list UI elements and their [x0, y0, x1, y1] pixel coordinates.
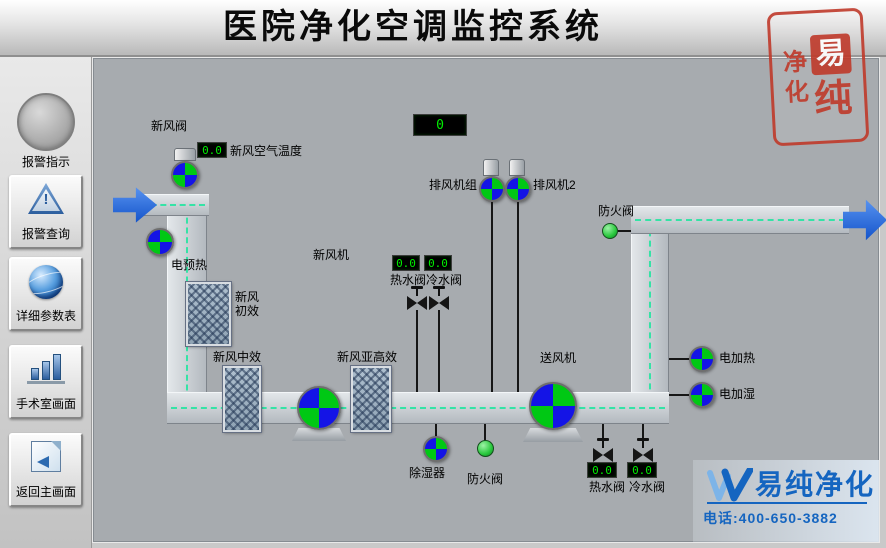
pipe-line — [517, 202, 519, 392]
cold-valve-top-display: 0.0 — [424, 255, 452, 271]
title-bar: 医院净化空调监控系统 — [0, 0, 886, 57]
pipe-line — [669, 358, 689, 360]
supply-fan-label: 送风机 — [540, 351, 577, 365]
hot-valve-top-label: 热水阀 — [390, 273, 427, 287]
fire-valve-top-symbol[interactable] — [602, 223, 618, 239]
pipe-line — [416, 310, 418, 392]
return-main-screen-label: 返回主画面 — [15, 485, 76, 499]
subhepa-filter-label: 新风亚高效 — [337, 350, 398, 364]
hot-valve-top-display: 0.0 — [392, 255, 420, 271]
brand-name: 易纯净化 — [755, 469, 876, 500]
seal-char: 化 — [784, 79, 810, 107]
duct-right-vertical — [631, 206, 669, 424]
dehumidifier-label: 除湿器 — [409, 466, 446, 480]
fresh-air-unit-label: 新风机 — [313, 248, 350, 262]
airflow-in-arrow — [113, 187, 157, 223]
duct-inlet — [137, 194, 209, 216]
fire-valve-top-label: 防火阀 — [598, 204, 635, 218]
cold-water-valve-bottom-symbol[interactable] — [633, 438, 653, 462]
brand-logo: 易纯净化 电话:400-650-3882 — [693, 460, 879, 542]
supply-fan-base — [523, 428, 583, 442]
seal-char: 净 — [782, 49, 808, 77]
cold-water-valve-top-symbol[interactable] — [429, 286, 449, 310]
alarm-indicator-lamp — [17, 93, 75, 151]
pipe-line — [484, 424, 486, 441]
fresh-air-valve-label: 新风阀 — [151, 119, 188, 133]
sidebar: 报警指示 ! 报警查询 详细参数表 手术室画面 返回主画面 — [0, 57, 92, 548]
supply-fan-symbol[interactable] — [529, 382, 577, 430]
cold-valve-bottom-display: 0.0 — [627, 462, 657, 478]
cold-valve-bottom-label: 冷水阀 — [629, 480, 666, 494]
hot-water-valve-bottom-symbol[interactable] — [593, 438, 613, 462]
duct-top-outlet — [631, 206, 849, 234]
company-seal-text: 净 化 易 纯 — [782, 33, 854, 122]
exhaust-fan-1-symbol[interactable] — [479, 176, 505, 202]
pipe-line — [602, 424, 604, 439]
hot-valve-bottom-display: 0.0 — [587, 462, 617, 478]
return-main-screen-button[interactable]: 返回主画面 — [9, 433, 83, 507]
exhaust-fan-1-motor — [483, 159, 499, 176]
pipe-line — [491, 202, 493, 392]
page-title: 医院净化空调监控系统 — [223, 8, 603, 46]
alarm-query-label: 报警查询 — [21, 227, 70, 241]
medium-filter-label: 新风中效 — [213, 350, 262, 364]
fresh-air-blower-base — [292, 428, 346, 441]
pipe-line — [438, 310, 440, 392]
preheat-symbol[interactable] — [146, 228, 174, 256]
seal-right-column: 易 纯 — [809, 33, 854, 122]
return-page-icon — [31, 441, 61, 472]
alarm-query-button[interactable]: ! 报警查询 — [9, 175, 83, 249]
brand-w-icon — [707, 468, 753, 502]
pipe-line — [669, 394, 689, 396]
seal-char: 易 — [809, 33, 852, 76]
primary-filter-label: 新风 初效 — [235, 290, 260, 318]
exhaust-group-label: 排风机组 — [429, 178, 478, 192]
humidifier-label: 电加湿 — [719, 387, 756, 401]
fresh-air-blower-symbol[interactable] — [297, 386, 341, 430]
hot-valve-bottom-label: 热水阀 — [589, 480, 626, 494]
detail-parameters-label: 详细参数表 — [15, 309, 76, 323]
main-value-display: 0 — [413, 114, 467, 136]
brand-phone: 电话:400-650-3882 — [703, 510, 838, 526]
preheat-label: 电预热 — [171, 258, 208, 272]
heater-label: 电加热 — [719, 351, 756, 365]
globe-icon — [29, 265, 63, 299]
detail-parameters-button[interactable]: 详细参数表 — [9, 257, 83, 331]
fire-valve-bottom-label: 防火阀 — [467, 472, 504, 486]
pipe-line — [435, 424, 437, 437]
operating-room-screen-button[interactable]: 手术室画面 — [9, 345, 83, 419]
pipe-line — [618, 230, 631, 232]
bar-chart-icon — [27, 353, 65, 384]
alert-icon: ! — [28, 183, 64, 214]
fresh-air-valve-symbol[interactable] — [171, 161, 199, 189]
cold-valve-top-label: 冷水阀 — [426, 273, 463, 287]
seal-char: 纯 — [813, 77, 854, 122]
alert-glyph: ! — [43, 191, 49, 208]
alarm-indicator-label: 报警指示 — [21, 155, 70, 169]
primary-filter-symbol — [185, 281, 232, 347]
dehumidifier-symbol[interactable] — [423, 436, 449, 462]
hvac-diagram: 新风阀 0.0 新风空气温度 电预热 新风 初效 新风机 新风中效 新风亚高效 … — [92, 57, 886, 543]
exhaust-fan-2-motor — [509, 159, 525, 176]
operating-room-screen-label: 手术室画面 — [15, 397, 76, 411]
fire-valve-bottom-symbol[interactable] — [477, 440, 494, 457]
exhaust-2-label: 排风机2 — [533, 178, 576, 192]
exhaust-fan-2-symbol[interactable] — [505, 176, 531, 202]
brand-rule — [707, 502, 867, 504]
seal-left-column: 净 化 — [782, 49, 810, 107]
subhepa-filter-symbol — [350, 365, 392, 433]
fresh-air-temp-display: 0.0 — [197, 142, 227, 158]
hot-water-valve-top-symbol[interactable] — [407, 286, 427, 310]
fresh-air-valve-motor — [174, 148, 196, 161]
airflow-out-arrow — [843, 199, 886, 241]
pipe-line — [642, 424, 644, 439]
company-seal: 净 化 易 纯 — [766, 7, 870, 147]
heater-symbol[interactable] — [689, 346, 715, 372]
medium-filter-symbol — [222, 365, 262, 433]
fresh-air-temp-label: 新风空气温度 — [230, 144, 303, 158]
humidifier-symbol[interactable] — [689, 382, 715, 408]
